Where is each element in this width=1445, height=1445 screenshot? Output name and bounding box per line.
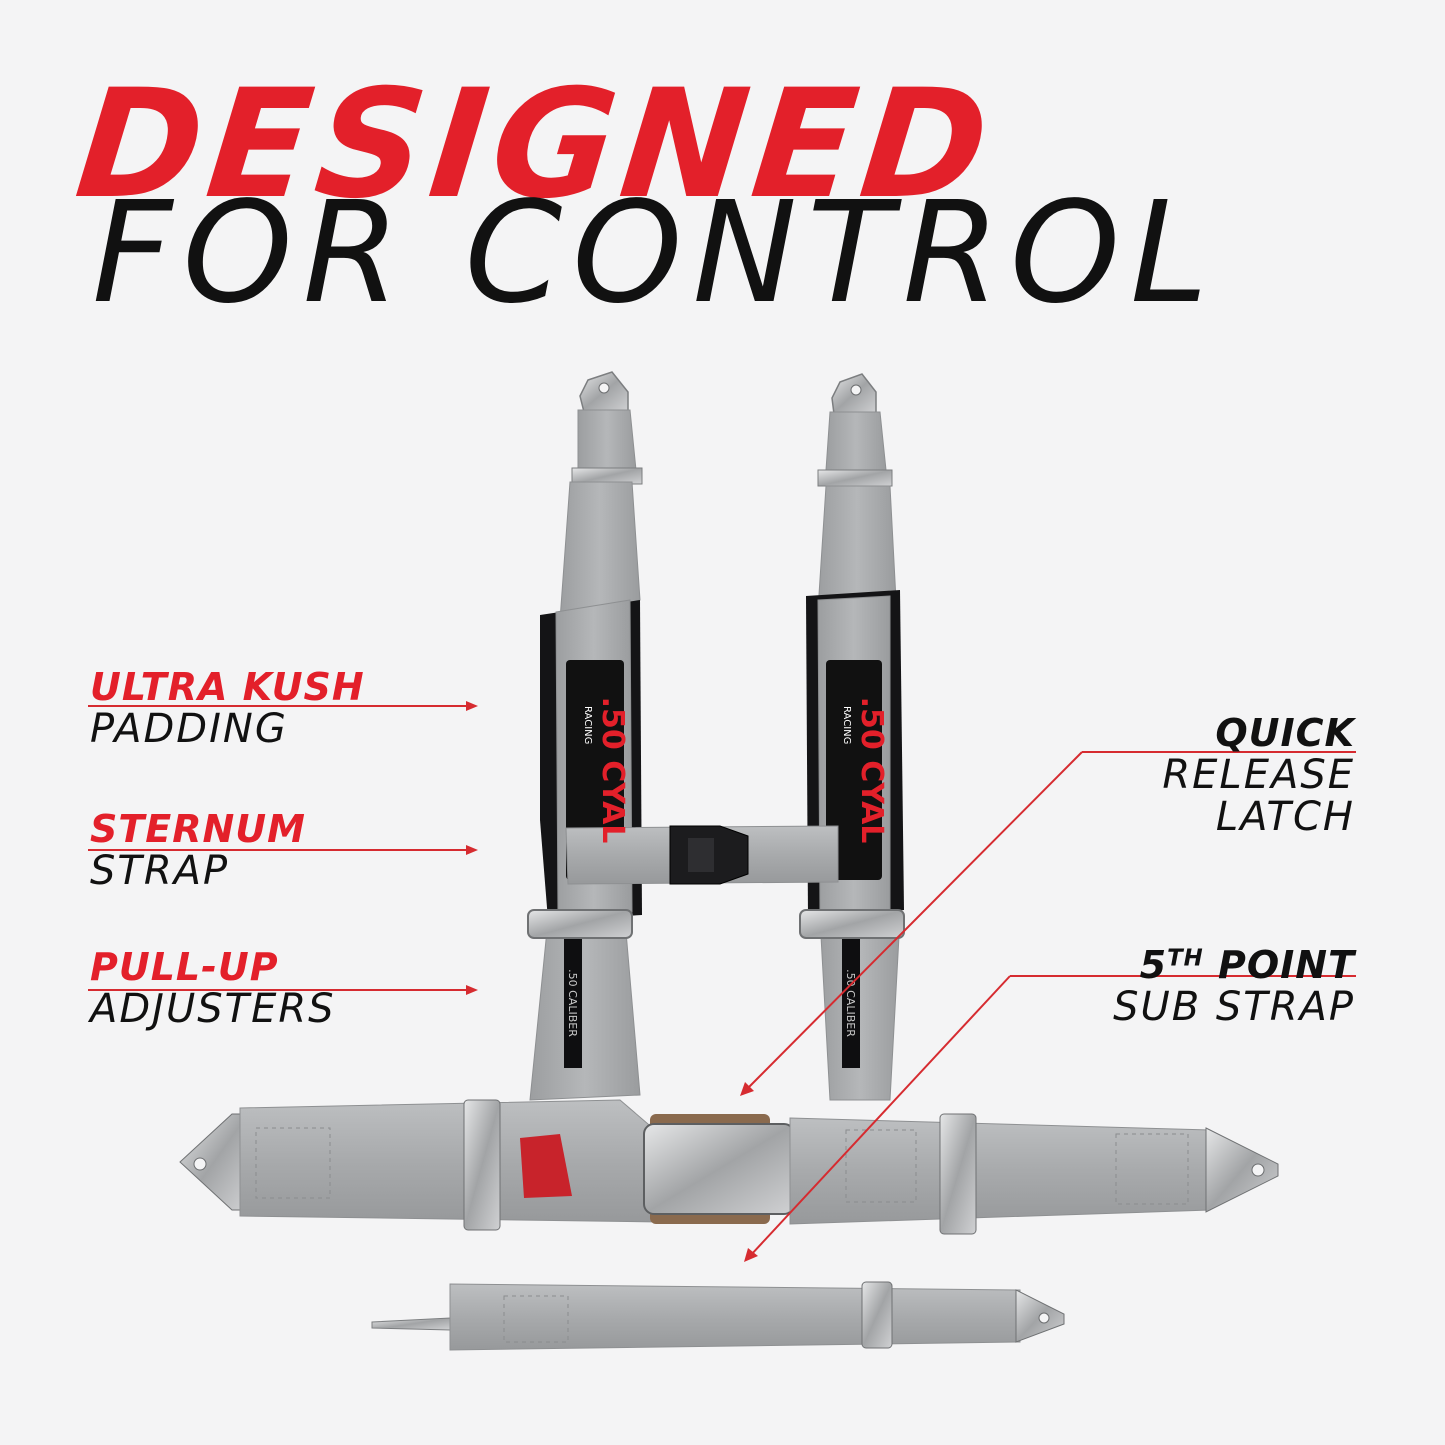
left-pad-logo-sub: RACING <box>582 706 593 744</box>
feature-sub-strap-title: 5TH POINT <box>1113 943 1355 987</box>
feature-pull-up: PULL-UP ADJUSTERS <box>90 945 336 1032</box>
left-mount-tab <box>579 371 629 413</box>
sternum-strap <box>565 825 839 885</box>
feature-sternum-sub: STRAP <box>90 847 230 894</box>
left-pad-logo-text: .50 CYAL <box>595 697 630 844</box>
feature-ultra-kush-title: ULTRA KUSH <box>90 665 365 709</box>
left-tag-text: .50 CALIBER <box>566 969 579 1037</box>
sub-strap <box>371 1281 1065 1351</box>
feature-sub-strap-point: POINT <box>1203 943 1355 987</box>
headline-for-control: FOR CONTROL <box>92 172 1219 335</box>
left-tag: .50 CALIBER <box>566 969 579 1037</box>
left-adjuster <box>527 909 633 939</box>
left-pad-logo: .50 CYAL RACING <box>582 697 630 844</box>
feature-quick-release-title: QUICK <box>1215 711 1355 755</box>
pointer-ultra-kush <box>88 701 478 711</box>
right-pad-logo-text: .50 CYAL <box>854 697 889 844</box>
left-shoulder-strap <box>529 409 643 1101</box>
feature-quick-release-sub2: LATCH <box>1215 793 1355 840</box>
feature-sub-strap: 5TH POINT SUB STRAP <box>1113 943 1355 1030</box>
feature-pull-up-title: PULL-UP <box>90 945 279 989</box>
right-pad-logo: .50 CYAL RACING <box>841 697 889 844</box>
right-adjuster <box>799 909 905 939</box>
pointer-quick-release <box>740 751 1356 1096</box>
feature-quick-release-sub1: RELEASE <box>1162 751 1355 798</box>
pointer-sternum <box>88 845 478 855</box>
lap-belt <box>179 1099 1279 1235</box>
pointer-pull-up <box>88 985 478 995</box>
right-shoulder-strap <box>806 411 904 1101</box>
feature-sub-strap-ordinal: TH <box>1167 945 1204 972</box>
feature-ultra-kush-sub: PADDING <box>90 705 288 752</box>
right-pad-logo-sub: RACING <box>841 706 852 744</box>
right-tag-text: .50 CALIBER <box>844 969 857 1037</box>
right-tag: .50 CALIBER <box>844 969 857 1037</box>
feature-quick-release: QUICK RELEASE LATCH <box>1162 711 1355 840</box>
feature-sternum: STERNUM STRAP <box>90 807 306 894</box>
feature-sub-strap-number: 5 <box>1139 943 1168 987</box>
feature-sternum-title: STERNUM <box>90 807 306 851</box>
right-mount-tab <box>831 373 877 415</box>
pointer-sub-strap <box>744 975 1356 1262</box>
feature-ultra-kush: ULTRA KUSH PADDING <box>90 665 365 752</box>
feature-sub-strap-sub: SUB STRAP <box>1113 983 1355 1030</box>
feature-pull-up-sub: ADJUSTERS <box>90 985 336 1032</box>
